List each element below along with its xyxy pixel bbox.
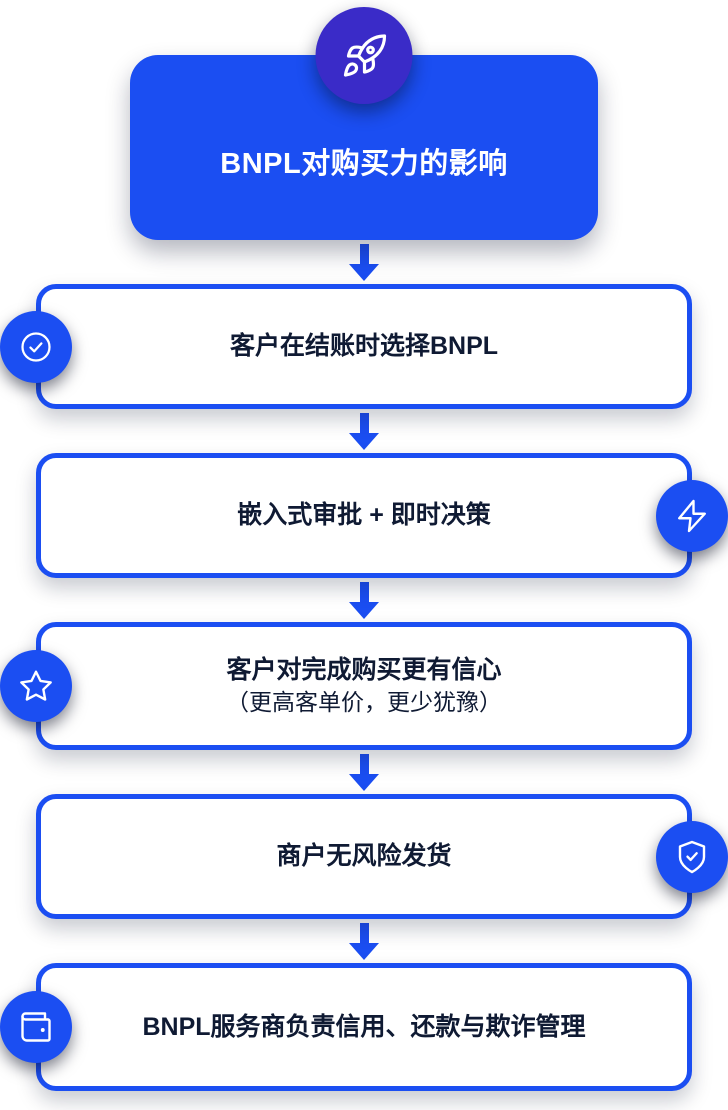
arrow-shaft [359,243,369,264]
arrow-head [349,601,379,619]
arrow-shaft [359,581,369,602]
step-card-approval: 嵌入式审批 + 即时决策 [36,453,728,578]
flow-arrow [349,919,379,963]
flow-arrow [349,409,379,453]
step-badge [0,310,72,383]
step-title: 客户对完成购买更有信心 [226,655,502,684]
step-card-confidence: 客户对完成购买更有信心 （更高客单价，更少犹豫） [0,622,692,750]
step-badge [0,991,72,1063]
step-badge [0,650,72,722]
step-title: 商户无风险发货 [276,842,452,871]
shield-check-icon [678,840,706,873]
step-badge [656,820,728,893]
step-card-shipping: 商户无风险发货 [36,794,728,919]
lightning-icon [678,499,706,532]
flow-arrow [349,578,379,622]
check-circle-icon [21,331,51,362]
flow-arrow [349,750,379,794]
wallet-icon [21,1012,51,1042]
header-card: BNPL对购买力的影响 [130,7,598,240]
header-section: BNPL对购买力的影响 [130,7,598,240]
arrow-head [349,432,379,450]
arrow-shaft [359,753,369,774]
flow-arrow [349,240,379,284]
step-title: 客户在结账时选择BNPL [229,332,499,361]
arrow-head [349,942,379,960]
arrow-head [349,263,379,281]
star-icon [20,670,52,701]
step-title: 嵌入式审批 + 即时决策 [237,501,491,530]
page-title: BNPL对购买力的影响 [220,147,508,180]
rocket-icon [343,33,386,77]
arrow-head [349,773,379,791]
step-badge [656,479,728,552]
step-subtitle: （更高客单价，更少犹豫） [226,689,502,716]
step-card-checkout: 客户在结账时选择BNPL [0,284,692,409]
arrow-shaft [359,412,369,433]
arrow-shaft [359,922,369,943]
step-title: BNPL服务商负责信用、还款与欺诈管理 [142,1012,586,1041]
step-card-provider: BNPL服务商负责信用、还款与欺诈管理 [0,963,692,1091]
header-badge [315,7,413,104]
